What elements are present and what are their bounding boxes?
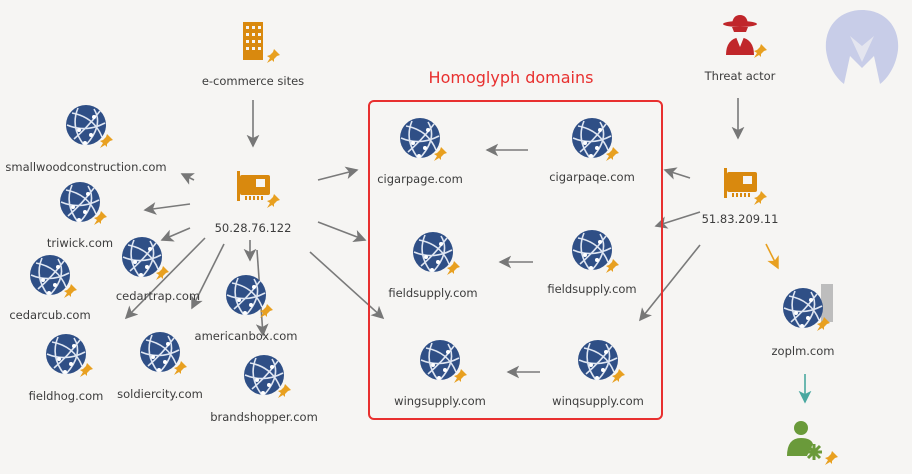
edge-ip2-zoplm bbox=[765, 243, 779, 270]
edge-ip1-cedarcub bbox=[124, 237, 206, 320]
node-label: cedarcub.com bbox=[9, 308, 91, 322]
node-label: fieldsupply.com bbox=[388, 286, 478, 300]
pin-icon bbox=[276, 383, 292, 399]
node-label: wingsupply.com bbox=[394, 394, 486, 408]
node-label: 51.83.209.11 bbox=[701, 212, 779, 226]
edge-ip2-winqsupply bbox=[639, 244, 701, 322]
pin-icon bbox=[604, 146, 620, 162]
node-label: zoplm.com bbox=[771, 344, 835, 358]
node-label: triwick.com bbox=[46, 236, 114, 250]
node-label: cedartrap.com bbox=[115, 289, 201, 303]
pin-icon bbox=[258, 303, 274, 319]
edge-ip1-fieldsupply bbox=[317, 221, 367, 242]
building-icon bbox=[243, 22, 263, 60]
node-label: soldiercity.com bbox=[117, 387, 203, 401]
homoglyph-group-title: Homoglyph domains bbox=[428, 68, 594, 87]
pin-icon bbox=[265, 193, 281, 209]
node-label: 50.28.76.122 bbox=[214, 221, 292, 235]
node-label: fieldhog.com bbox=[28, 389, 104, 403]
edge-ip1-smallwood bbox=[180, 173, 195, 185]
pin-icon bbox=[604, 258, 620, 274]
pin-icon bbox=[172, 360, 188, 376]
node-label: e-commerce sites bbox=[201, 74, 305, 88]
node-label: cigarpage.com bbox=[377, 172, 463, 186]
homoglyph-group-box bbox=[368, 100, 663, 420]
edge-ip2-fieldsupply bbox=[654, 211, 701, 229]
pin-icon bbox=[265, 48, 281, 64]
pin-icon bbox=[752, 43, 768, 59]
edge-ip1-wingsupply bbox=[309, 251, 385, 320]
pin-icon bbox=[78, 362, 94, 378]
pin-icon bbox=[452, 368, 468, 384]
document-badge-icon bbox=[821, 284, 833, 322]
node-label: brandshopper.com bbox=[210, 410, 318, 424]
pin-icon bbox=[154, 265, 170, 281]
pin-icon bbox=[98, 133, 114, 149]
edge-ip1-soldiercity bbox=[191, 243, 225, 310]
node-label: americanbox.com bbox=[194, 329, 298, 343]
pin-icon bbox=[432, 146, 448, 162]
node-label: smallwoodconstruction.com bbox=[5, 160, 167, 174]
user-add-icon bbox=[787, 421, 822, 460]
edge-ip1-cedartrap bbox=[160, 227, 191, 242]
pin-icon bbox=[610, 368, 626, 384]
node-label: fieldsupply.com bbox=[547, 282, 637, 296]
node-label: cigarpaqe.com bbox=[549, 170, 635, 184]
pin-icon bbox=[62, 283, 78, 299]
edge-ip1-cigarpage bbox=[317, 166, 359, 181]
pin-icon bbox=[752, 190, 768, 206]
pin-icon bbox=[92, 210, 108, 226]
node-label: winqsupply.com bbox=[552, 394, 644, 408]
spy-icon bbox=[723, 15, 757, 55]
malwarebytes-logo-icon bbox=[825, 10, 899, 84]
edge-ip2-cigarpaqe bbox=[663, 167, 691, 180]
pin-icon bbox=[445, 260, 461, 276]
pin-icon bbox=[823, 450, 839, 466]
node-label: Threat actor bbox=[704, 69, 776, 83]
edge-ip1-triwick bbox=[143, 202, 191, 215]
pin-icon bbox=[815, 316, 831, 332]
